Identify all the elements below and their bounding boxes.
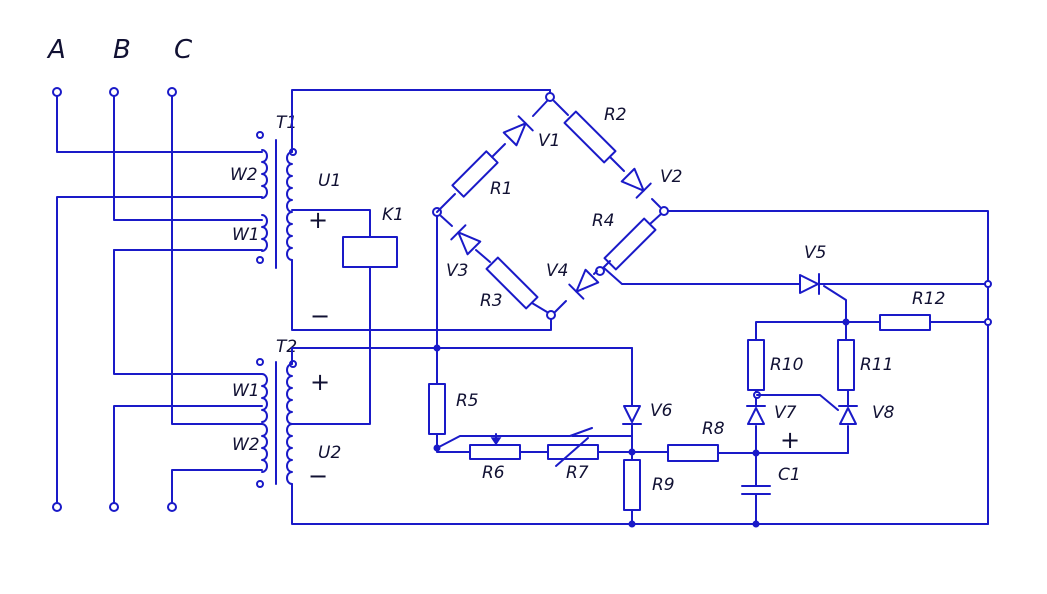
t1-secondary-to-bridge-bottom xyxy=(291,259,551,331)
t2-voltage-label: U2 xyxy=(318,443,341,463)
phase-c-wire-bottom xyxy=(171,469,263,508)
resistor-r11 xyxy=(837,339,855,391)
phase-b-t2-wire xyxy=(113,249,263,375)
resistor-r6 xyxy=(469,444,521,460)
relay-k1-coil xyxy=(342,236,398,268)
resistor-r10 xyxy=(747,339,765,391)
diode-v6 xyxy=(622,405,642,425)
t1-winding-w2-label: W2 xyxy=(230,165,258,185)
relay-k1-label: K1 xyxy=(382,205,404,225)
phase-a-wire-bottom xyxy=(56,196,263,508)
t2-plus-sign: + xyxy=(310,368,330,396)
resistor-r12 xyxy=(879,314,931,331)
phase-c-terminal-top xyxy=(167,87,177,97)
relay-k1: K1 xyxy=(291,205,404,425)
resistor-r7-label: R7 xyxy=(566,463,589,483)
phase-a-wire-top xyxy=(56,91,263,153)
t2-winding-w2-label: W2 xyxy=(232,435,260,455)
diode-v7 xyxy=(746,405,766,425)
switch-contact xyxy=(436,427,593,449)
diode-v7-label: V7 xyxy=(774,403,797,423)
transformer-t1: T1 W2 W1 U1 + − xyxy=(230,89,551,331)
capacitor-c1-plus: + xyxy=(780,426,800,454)
diode-v8 xyxy=(838,405,858,425)
t2-winding-w1-label: W1 xyxy=(232,381,260,401)
t1-label: T1 xyxy=(276,113,297,133)
right-bus xyxy=(667,210,989,525)
phase-b-wire-bottom xyxy=(113,405,263,508)
bridge-node-top xyxy=(545,92,555,102)
t2-secondary-top-wire xyxy=(291,347,633,365)
diode-v3-label: V3 xyxy=(446,261,468,281)
diode-v4 xyxy=(568,268,600,300)
phase-a-terminal-bottom xyxy=(52,502,62,512)
resistor-r10-label: R10 xyxy=(770,355,803,375)
t1-secondary-to-bridge-top xyxy=(291,89,551,153)
bridge-node-bottom xyxy=(546,310,556,320)
resistor-r8 xyxy=(667,444,719,462)
phase-inputs: A B C xyxy=(46,35,263,512)
phase-b-label: B xyxy=(113,35,131,65)
resistor-r2-label: R2 xyxy=(604,105,627,125)
diode-v3 xyxy=(450,224,482,256)
phase-a-terminal-top xyxy=(52,87,62,97)
diode-v5 xyxy=(799,273,820,295)
diode-v4-label: V4 xyxy=(546,261,568,281)
t1-minus-sign: − xyxy=(310,302,330,330)
phase-c-label: C xyxy=(174,35,193,65)
relay-k1-wire-bottom xyxy=(291,266,371,425)
diode-v2 xyxy=(620,167,652,199)
diode-v8-label: V8 xyxy=(872,403,895,423)
t2-primary-coil-2 xyxy=(261,423,268,473)
phase-c-wire-top xyxy=(171,91,263,425)
resistor-r9 xyxy=(623,459,641,511)
resistor-r5 xyxy=(428,383,446,435)
relay-k1-wire-top xyxy=(291,209,371,238)
diode-v1-label: V1 xyxy=(538,131,560,151)
diode-bridge: V1 R2 R1 V2 R4 V3 V4 R3 xyxy=(432,89,682,331)
t2-primary-coil-1 xyxy=(261,373,268,423)
phase-a-label: A xyxy=(46,35,66,65)
resistor-r12-label: R12 xyxy=(912,289,945,309)
phase-b-terminal-bottom xyxy=(109,502,119,512)
resistor-r11-label: R11 xyxy=(860,355,893,375)
control-network: R5 R6 R7 V6 R9 R8 xyxy=(428,210,992,528)
phase-b-wire-top xyxy=(113,91,263,221)
t2-secondary-coil xyxy=(286,363,293,485)
t2-minus-sign: − xyxy=(308,462,328,490)
resistor-r4-label: R4 xyxy=(592,211,615,231)
t1-secondary-coil xyxy=(286,151,293,261)
resistor-r5-label: R5 xyxy=(456,391,479,411)
phase-c-terminal-bottom xyxy=(167,502,177,512)
diode-v2-label: V2 xyxy=(660,167,682,187)
diode-v1 xyxy=(502,115,534,147)
resistor-r3-label: R3 xyxy=(480,291,503,311)
diode-v6-label: V6 xyxy=(650,401,673,421)
t1-winding-w1-label: W1 xyxy=(232,225,260,245)
t1-primary-coil-1 xyxy=(261,149,268,199)
t1-plus-sign: + xyxy=(308,206,328,234)
phase-b-terminal-top xyxy=(109,87,119,97)
t1-primary-coil-2 xyxy=(261,214,268,252)
resistor-r6-label: R6 xyxy=(482,463,505,483)
resistor-r9-label: R9 xyxy=(652,475,675,495)
t1-voltage-label: U1 xyxy=(318,171,341,191)
capacitor-c1-label: C1 xyxy=(778,465,801,485)
diode-v5-label: V5 xyxy=(804,243,826,263)
resistor-r8-label: R8 xyxy=(702,419,725,439)
resistor-r1-label: R1 xyxy=(490,179,513,199)
